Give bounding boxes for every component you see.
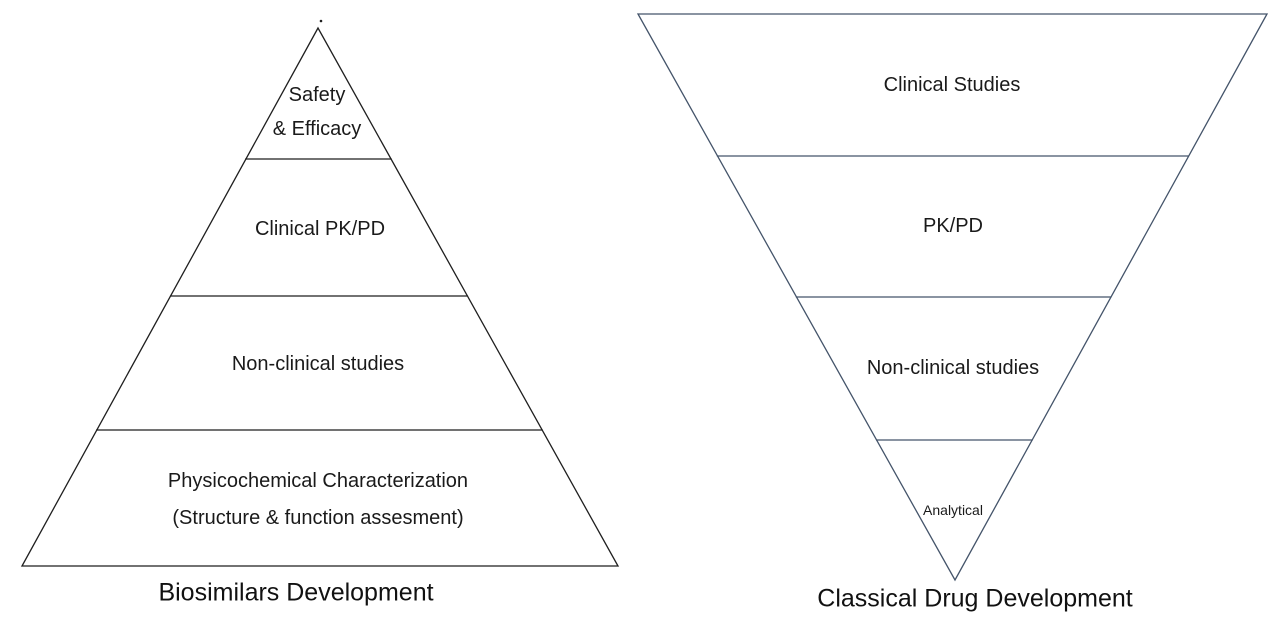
apex-dot-artifact [319,19,323,23]
left-pyramid-shape [20,26,620,567]
left-layer-physicochemical-line1: Physicochemical Characterization [167,470,469,492]
right-layer-pkpd-label: PK/PD [922,215,984,237]
left-layer-safety-efficacy-line1: Safety [288,84,346,106]
left-layer-non-clinical-studies-label: Non-clinical studies [231,353,405,375]
right-layer-clinical-studies-label: Clinical Studies [883,74,1021,96]
left-pyramid-outline [20,26,620,567]
left-layer-physicochemical-line2: (Structure & function assesment) [172,507,464,529]
left-pyramid-caption: Biosimilars Development [158,578,434,607]
right-layer-analytical-label: Analytical [923,502,983,518]
right-layer-non-clinical-studies-label: Non-clinical studies [866,357,1040,379]
right-pyramid-shape [636,13,1269,582]
right-pyramid-caption: Classical Drug Development [817,584,1133,613]
left-layer-clinical-pkpd-label: Clinical PK/PD [254,218,386,240]
left-layer-safety-efficacy-line2: & Efficacy [272,118,362,140]
